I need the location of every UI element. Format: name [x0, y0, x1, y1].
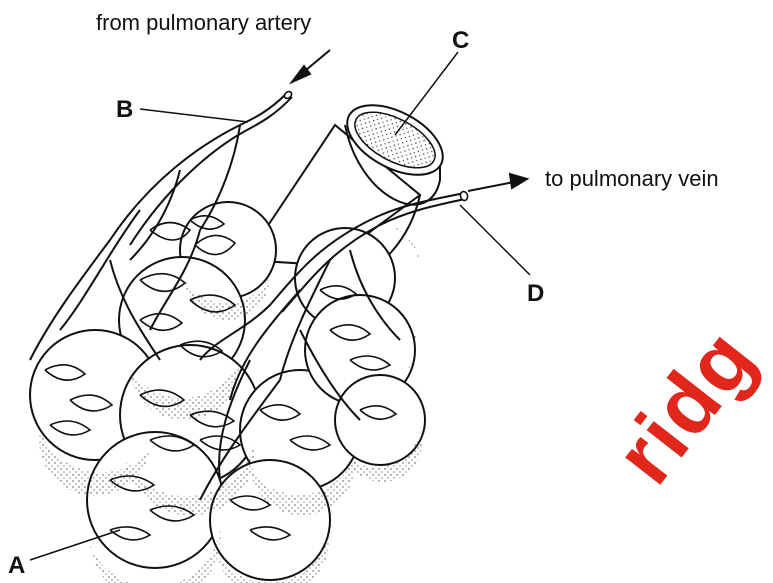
leader-line-b — [140, 109, 248, 122]
vein-arrow — [468, 174, 527, 191]
label-a: A — [8, 552, 25, 580]
leader-line-d — [460, 205, 530, 275]
leader-line-c — [395, 52, 458, 135]
artery-arrow — [292, 50, 330, 82]
label-b: B — [116, 96, 133, 124]
label-d: D — [527, 280, 544, 308]
label-from-pulmonary-artery: from pulmonary artery — [96, 10, 311, 36]
label-c: C — [452, 27, 469, 55]
label-to-pulmonary-vein: to pulmonary vein — [545, 166, 719, 192]
